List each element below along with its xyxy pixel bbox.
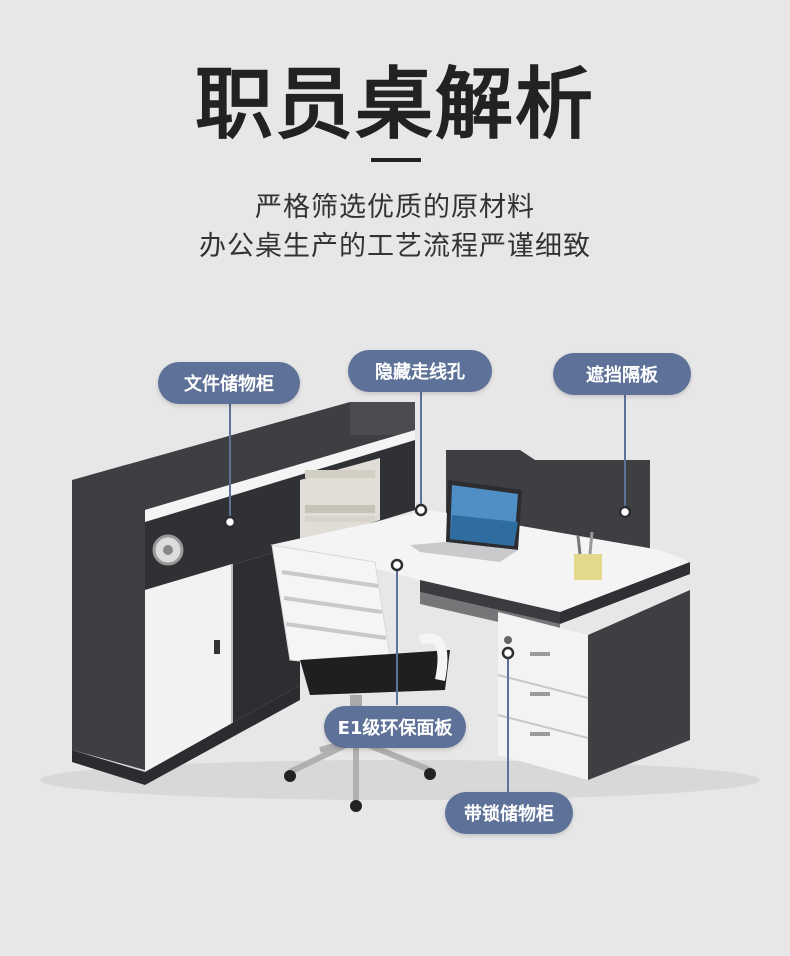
callout-e1-panel: E1级环保面板 (324, 706, 466, 748)
pen-holder (574, 531, 602, 580)
callout-locked-cabinet: 带锁储物柜 (445, 792, 573, 834)
callout-partition-panel: 遮挡隔板 (553, 353, 691, 395)
desk-illustration: 文件储物柜 隐藏走线孔 遮挡隔板 E1级环保面板 带锁储物柜 (0, 340, 790, 952)
subtitle-line-1: 严格筛选优质的原材料 (255, 192, 535, 223)
callout-file-cabinet: 文件储物柜 (158, 362, 300, 404)
subtitle-line-2: 办公桌生产的工艺流程严谨细致 (199, 231, 591, 262)
laptop (410, 480, 522, 562)
locked-pedestal (497, 590, 690, 780)
hutch-cabinet (72, 402, 415, 785)
title-underline (371, 158, 421, 162)
callout-hidden-cable-hole: 隐藏走线孔 (348, 350, 492, 392)
office-chair (271, 544, 450, 812)
page-title: 职员桌解析 (194, 60, 595, 150)
